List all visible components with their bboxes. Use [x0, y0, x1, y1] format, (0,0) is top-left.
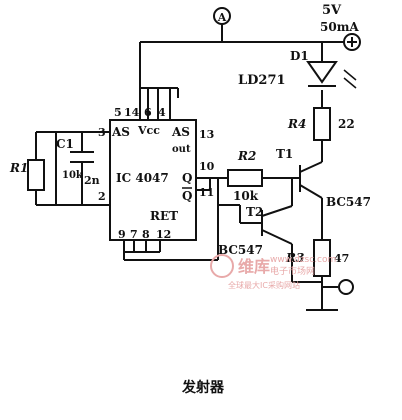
pin-top-3: 4: [158, 106, 166, 119]
pin-bottom-2: 8: [142, 228, 150, 241]
ic-vcc: Vcc: [137, 124, 160, 137]
ic-ret: RET: [150, 209, 178, 223]
led-d1-icon: [306, 61, 357, 89]
r2-ref: R2: [237, 149, 256, 163]
pin-top-1: 14: [124, 106, 140, 119]
capacitor-c1-icon: [70, 151, 94, 163]
r4-ref: R4: [287, 117, 306, 131]
r1-ref: R1: [9, 161, 28, 175]
r2-value: 10k: [233, 189, 259, 203]
ic-q: Q: [182, 171, 192, 185]
resistor-r2-icon: [227, 169, 263, 187]
pin-left-1: 2: [98, 190, 106, 203]
watermark-tagline: 全球最大IC采购网站: [228, 280, 300, 290]
t1-ref: T1: [276, 147, 293, 161]
resistor-r1-icon: [27, 159, 45, 191]
wires: [35, 24, 352, 310]
t1-part: BC547: [326, 195, 371, 209]
ic-qbar: Q: [182, 189, 192, 203]
r4-value: 22: [338, 117, 355, 131]
resistor-r4-icon: [313, 107, 331, 141]
pin-top-2: 6: [144, 106, 152, 119]
ic-as-left: AS: [111, 125, 130, 139]
watermark-url: www.dzsc.com: [270, 255, 336, 265]
supply-current: 50mA: [320, 20, 359, 34]
ammeter-symbol: A: [217, 11, 227, 24]
ic-4047-body: [109, 119, 197, 241]
resistor-r3-icon: [313, 239, 331, 277]
ic-name: IC 4047: [116, 171, 169, 185]
pin-left-0: 3: [98, 126, 106, 139]
t2-part: BC547: [218, 243, 263, 257]
pin-right-0: 13: [199, 128, 214, 141]
r1-value: 10k: [62, 170, 84, 181]
watermark: 维库 www.dzsc.com 电子市场网 全球最大IC采购网站: [210, 254, 336, 290]
ammeter-icon: [213, 7, 231, 25]
supply-voltage: 5V: [322, 3, 342, 18]
pin-right-2: 11: [199, 186, 214, 199]
ic-internal-labels: AS Vcc AS out IC 4047 Q Q RET: [111, 124, 192, 223]
pin-bottom-3: 12: [156, 228, 171, 241]
d1-part: LD271: [238, 73, 286, 88]
t2-ref: T2: [246, 205, 263, 219]
watermark-sub: 电子市场网: [270, 265, 315, 277]
watermark-brand: 维库: [238, 257, 270, 276]
pin-top-0: 5: [114, 106, 122, 119]
c1-ref: C1: [56, 137, 74, 151]
pin-right-1: 10: [199, 160, 215, 173]
output-terminal-icon: [338, 279, 354, 295]
ic-pin-labels: 5 14 6 4 3 2 13 10 11 9 7 8 12: [98, 106, 215, 241]
r3-value: 47: [334, 252, 349, 265]
pin-bottom-1: 7: [130, 228, 138, 241]
pin-bottom-0: 9: [118, 228, 126, 241]
caption: 发射器: [181, 379, 225, 396]
r3-ref: R3: [285, 251, 304, 265]
ic-as-right: AS: [171, 125, 190, 139]
c1-value: 2n: [84, 174, 100, 187]
d1-ref: D1: [290, 49, 309, 63]
ic-out: out: [172, 144, 191, 155]
